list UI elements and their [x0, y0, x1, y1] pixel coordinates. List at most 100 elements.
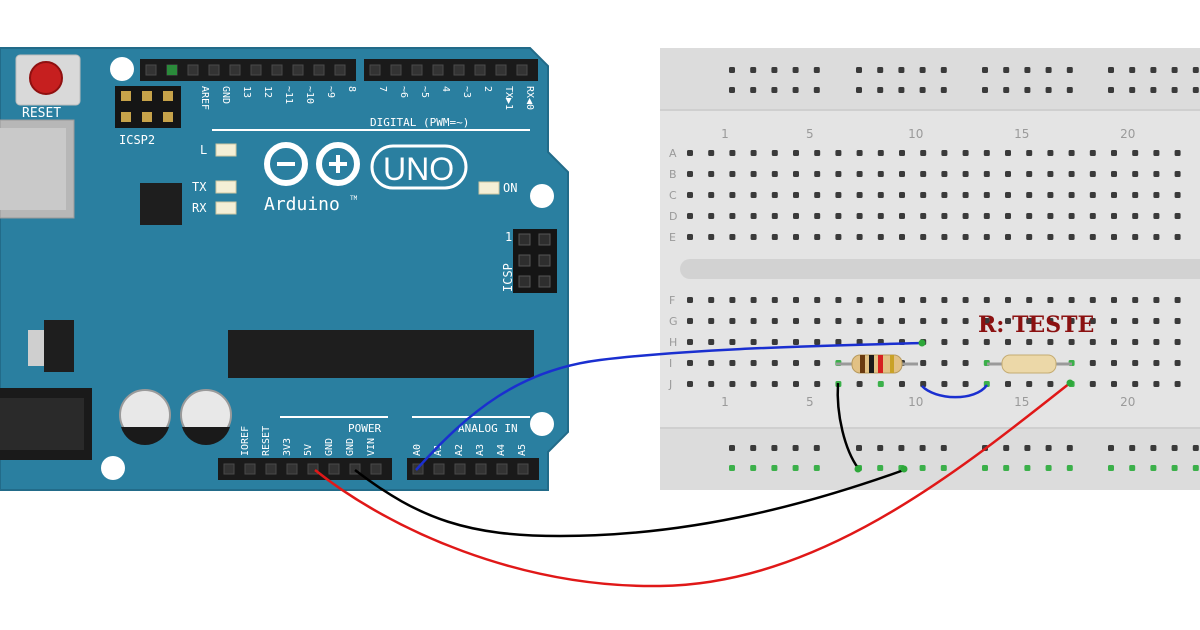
breadboard-hole	[856, 445, 862, 451]
digital-pin-label: ~10	[304, 86, 315, 104]
header-pin[interactable]	[411, 64, 423, 76]
breadboard-hole	[1171, 445, 1178, 451]
mounting-hole	[101, 456, 125, 480]
breadboard-hole	[920, 318, 927, 324]
header-pin[interactable]	[369, 64, 381, 76]
breadboard-hole	[877, 234, 884, 240]
breadboard-hole	[750, 339, 757, 345]
reset-button-cap[interactable]	[29, 61, 63, 95]
header-pin[interactable]	[433, 463, 445, 475]
jumper-wire-black[interactable]	[836, 382, 860, 469]
breadboard-hole	[1045, 465, 1052, 471]
jumper-wire-blue-short[interactable]	[921, 384, 989, 399]
header-pin[interactable]	[453, 64, 465, 76]
capacitor	[180, 389, 232, 445]
breadboard-hole	[899, 150, 905, 156]
breadboard-hole	[771, 445, 778, 451]
breadboard-hole	[814, 192, 821, 198]
breadboard-hole	[708, 360, 715, 366]
wire-black-gnd[interactable]	[354, 468, 905, 538]
header-pin[interactable]	[432, 64, 444, 76]
breadboard-hole	[1174, 213, 1181, 219]
breadboard-hole	[1171, 67, 1178, 73]
header-pin[interactable]	[390, 64, 402, 76]
breadboard-hole	[1068, 150, 1075, 156]
header-pin[interactable]	[229, 64, 241, 76]
breadboard-hole	[835, 297, 842, 303]
header-pin[interactable]	[286, 463, 298, 475]
header-pin[interactable]	[370, 463, 382, 475]
header-pin[interactable]	[187, 64, 199, 76]
breadboard-hole	[750, 171, 757, 177]
column-number: 10	[908, 127, 923, 141]
breadboard-hole	[983, 171, 990, 177]
header-pin[interactable]	[313, 64, 325, 76]
header-pin[interactable]	[145, 64, 157, 76]
breadboard-hole	[920, 360, 927, 366]
breadboard-hole	[899, 171, 905, 177]
header-pin[interactable]	[328, 463, 340, 475]
breadboard-hole	[1045, 445, 1052, 451]
breadboard-hole	[982, 465, 988, 471]
header-pin[interactable]	[516, 64, 528, 76]
header-pin[interactable]	[475, 463, 487, 475]
breadboard-hole	[1174, 360, 1181, 366]
breadboard-hole	[1153, 213, 1160, 219]
breadboard-hole	[983, 297, 990, 303]
breadboard-hole	[1108, 67, 1114, 73]
header-pin[interactable]	[265, 463, 277, 475]
power-pin-label: GND	[345, 438, 356, 456]
header-pin[interactable]	[292, 64, 304, 76]
breadboard-hole	[687, 381, 693, 387]
header-pin[interactable]	[517, 463, 529, 475]
breadboard-hole	[1026, 150, 1033, 156]
header-pin[interactable]	[307, 463, 319, 475]
digital-pin-header	[140, 59, 538, 81]
resistor-1[interactable]	[836, 354, 918, 374]
header-pin[interactable]	[334, 64, 346, 76]
breadboard-hole	[877, 150, 884, 156]
breadboard-hole	[919, 87, 926, 93]
breadboard-hole	[941, 381, 948, 387]
header-pin[interactable]	[223, 463, 235, 475]
breadboard-hole	[856, 192, 863, 198]
header-pin[interactable]	[496, 463, 508, 475]
wire-red-5v[interactable]	[314, 382, 1071, 588]
row-letter: I	[669, 357, 672, 370]
breadboard-hole	[962, 234, 969, 240]
breadboard-hole	[1108, 465, 1114, 471]
breadboard-hole	[1047, 171, 1054, 177]
breadboard-hole	[898, 445, 905, 451]
header-pin[interactable]	[495, 64, 507, 76]
breadboard-hole	[813, 465, 820, 471]
breadboard-hole	[941, 318, 948, 324]
breadboard-hole	[1024, 445, 1031, 451]
breadboard-hole	[962, 318, 969, 324]
header-pin[interactable]	[454, 463, 466, 475]
header-pin[interactable]	[250, 64, 262, 76]
breadboard-hole	[1153, 339, 1160, 345]
breadboard-hole	[1132, 297, 1139, 303]
breadboard-hole	[1066, 465, 1073, 471]
header-pin[interactable]	[349, 463, 361, 475]
breadboard-hole	[708, 171, 715, 177]
header-pin[interactable]	[208, 64, 220, 76]
breadboard-hole	[1003, 465, 1010, 471]
breadboard-hole	[750, 87, 757, 93]
breadboard-hole	[1111, 381, 1117, 387]
row-letter: B	[669, 168, 677, 181]
header-pin[interactable]	[271, 64, 283, 76]
analog-pin-label: A3	[475, 444, 486, 456]
breadboard-hole	[982, 67, 988, 73]
breadboard-hole	[708, 234, 715, 240]
breadboard-hole	[1047, 234, 1054, 240]
breadboard-hole	[1132, 213, 1139, 219]
header-pin[interactable]	[244, 463, 256, 475]
header-pin[interactable]	[474, 64, 486, 76]
breadboard-hole	[792, 67, 799, 73]
wire-blue-a0[interactable]	[415, 341, 923, 471]
resistor-teste[interactable]	[987, 354, 1072, 374]
breadboard-hole	[687, 360, 693, 366]
